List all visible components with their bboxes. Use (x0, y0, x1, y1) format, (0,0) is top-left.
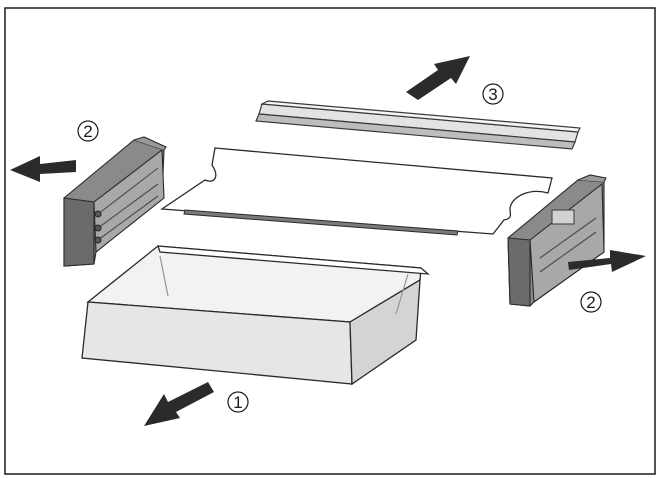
glass-shelf (160, 147, 553, 236)
right-bracket (507, 174, 607, 307)
arrow-step-1 (144, 382, 214, 426)
svg-text:1: 1 (233, 393, 242, 412)
label-step-3: 3 (482, 83, 504, 105)
label-step-1: 1 (227, 391, 249, 413)
label-step-2-left: 2 (77, 120, 99, 142)
arrow-step-2-right (568, 250, 646, 272)
svg-text:2: 2 (83, 122, 92, 141)
svg-text:2: 2 (586, 293, 595, 312)
label-step-2-right: 2 (580, 291, 602, 313)
left-bracket (63, 136, 167, 267)
top-rail (255, 100, 581, 150)
arrow-step-2-left (10, 156, 76, 182)
svg-text:3: 3 (488, 85, 497, 104)
arrow-step-3 (406, 56, 470, 100)
drawer (81, 245, 430, 386)
